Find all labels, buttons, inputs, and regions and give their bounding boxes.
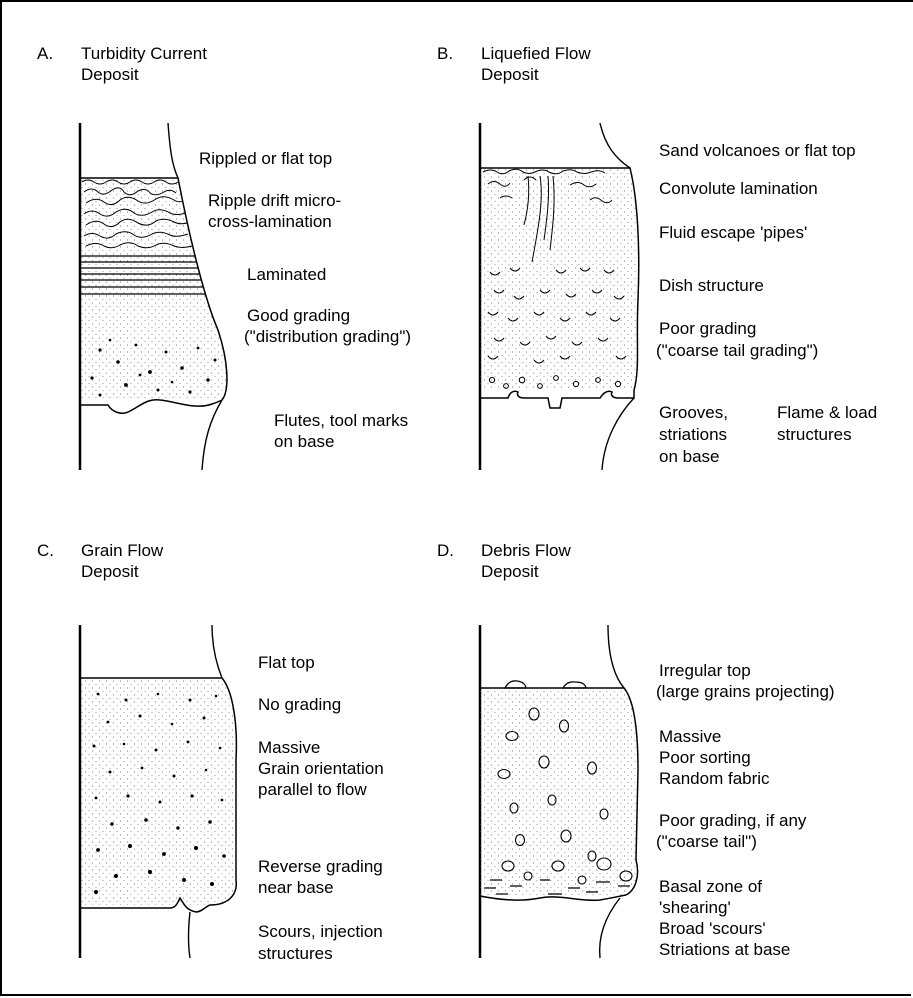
sketch-a-turbidity [80, 123, 230, 470]
label-coarse-tail: ("coarse tail") [656, 831, 757, 852]
label-reverse-grading: Reverse grading [258, 856, 383, 877]
panel-a-title-line2: Deposit [81, 64, 281, 85]
label-coarse-tail-grading: ("coarse tail grading") [656, 340, 818, 361]
label-poor-sorting: Poor sorting [659, 747, 751, 768]
label-cross-lamination: cross-lamination [208, 211, 332, 232]
label-rippled-top: Rippled or flat top [199, 148, 332, 169]
label-flat-top: Flat top [258, 652, 315, 673]
panel-b-title-line1: Liquefied Flow [481, 43, 681, 64]
label-convolute-lamination: Convolute lamination [659, 178, 818, 199]
label-c-massive: Massive [258, 737, 320, 758]
label-scours-injection: Scours, injection [258, 921, 383, 942]
sketch-d-debrisflow [480, 625, 645, 958]
sketch-c-grainflow [80, 625, 240, 958]
panel-c-letter: C. [37, 540, 54, 561]
label-irregular-top: Irregular top [659, 660, 751, 681]
label-on-base: on base [274, 431, 335, 452]
panel-c-title-line1: Grain Flow [81, 540, 281, 561]
label-striations: striations [659, 424, 727, 445]
sketch-b-liquefied [480, 123, 645, 470]
panel-b-title-line2: Deposit [481, 64, 681, 85]
panel-a-letter: A. [37, 43, 53, 64]
label-no-grading: No grading [258, 694, 341, 715]
label-fluid-escape-pipes: Fluid escape 'pipes' [659, 222, 807, 243]
label-grain-orientation: Grain orientation [258, 758, 384, 779]
label-ripple-drift: Ripple drift micro- [208, 190, 341, 211]
panel-d-letter: D. [437, 540, 454, 561]
label-dish-structure: Dish structure [659, 275, 764, 296]
label-poor-grading: Poor grading [659, 318, 756, 339]
label-flame-load: Flame & load [777, 402, 877, 423]
panel-d-title-line1: Debris Flow [481, 540, 681, 561]
label-b-on-base: on base [659, 446, 720, 467]
label-d-massive: Massive [659, 726, 721, 747]
label-c-structures: structures [258, 943, 333, 964]
label-near-base: near base [258, 877, 334, 898]
panel-d-title-line2: Deposit [481, 561, 681, 582]
label-flutes: Flutes, tool marks [274, 410, 408, 431]
label-large-grains: (large grains projecting) [656, 681, 835, 702]
label-broad-scours: Broad 'scours' [659, 918, 766, 939]
label-poor-grading-if-any: Poor grading, if any [659, 810, 806, 831]
label-sand-volcanoes: Sand volcanoes or flat top [659, 140, 856, 161]
label-distribution-grading: ("distribution grading") [244, 326, 411, 347]
panel-a-title-line1: Turbidity Current [81, 43, 281, 64]
panel-c-title-line2: Deposit [81, 561, 281, 582]
label-shearing: 'shearing' [659, 897, 731, 918]
label-structures: structures [777, 424, 852, 445]
label-basal-zone: Basal zone of [659, 876, 762, 897]
label-laminated: Laminated [247, 264, 326, 285]
label-parallel-to-flow: parallel to flow [258, 779, 367, 800]
label-striations-at-base: Striations at base [659, 939, 790, 960]
label-random-fabric: Random fabric [659, 768, 770, 789]
panel-b-letter: B. [437, 43, 453, 64]
label-good-grading: Good grading [247, 305, 350, 326]
label-grooves: Grooves, [659, 402, 728, 423]
